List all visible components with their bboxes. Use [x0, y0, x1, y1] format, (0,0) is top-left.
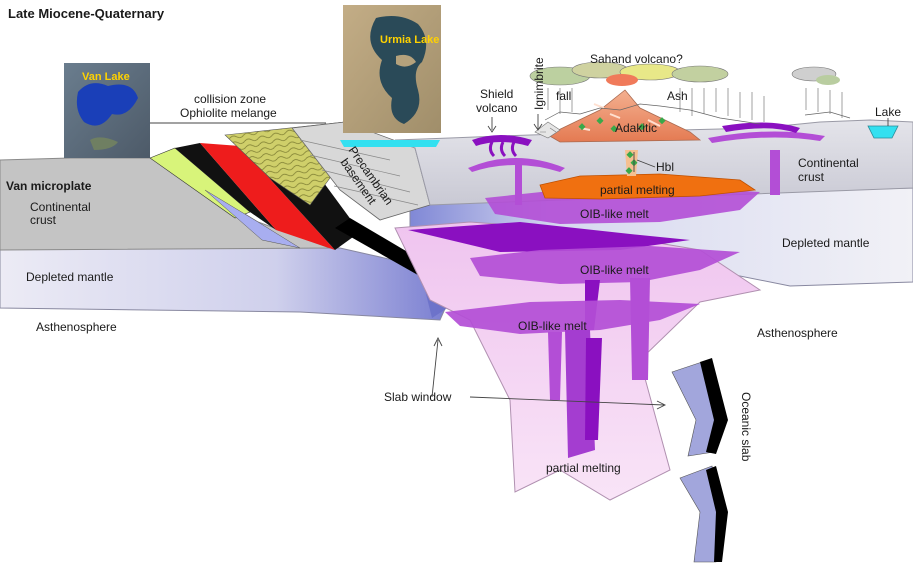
hbl-label: Hbl [656, 160, 674, 174]
ash-cloud [529, 61, 840, 86]
ash-fallout [544, 88, 851, 125]
oib-melt-label-3: OIB-like melt [518, 319, 587, 333]
urmia-lake-photo-label: Urmia Lake [380, 34, 439, 46]
oib-melt-label-2: OIB-like melt [580, 263, 649, 277]
continental-crust-left-label-1: Continental [30, 200, 91, 214]
continental-crust-right-label-1: Continental [798, 156, 859, 170]
depleted-mantle-right-label: Depleted mantle [782, 236, 870, 250]
depleted-mantle-left-label: Depleted mantle [26, 270, 114, 284]
leader-lines [150, 114, 667, 410]
oib-melt-lower [445, 300, 700, 458]
partial-melting-upper-label: partial melting [600, 183, 675, 197]
diagram-title: Late Miocene-Quaternary [8, 6, 165, 21]
van-lake-photo [64, 63, 150, 158]
collision-zone-label: collision zone [194, 92, 266, 106]
dark-melt-band [408, 222, 690, 252]
shield-volcano-body [472, 122, 800, 158]
feeder-dikes [468, 131, 825, 205]
shield-volcano-label-1: Shield [480, 87, 513, 101]
right-lake-water [867, 118, 899, 139]
depleted-mantle-left [0, 247, 461, 321]
sahand-volcano-label: Sahand volcano? [590, 52, 683, 66]
ash-label: Ash [667, 89, 688, 103]
oceanic-slab-lower [679, 465, 728, 563]
adakitic-label: Adakitic [615, 121, 657, 135]
asthenosphere-left-label: Asthenosphere [36, 320, 117, 334]
van-microplate-label: Van microplate [6, 179, 92, 193]
urmia-lake-photo [343, 5, 441, 133]
urmia-lake-water [340, 140, 440, 147]
shield-volcano-label-2: volcano [476, 101, 518, 115]
continental-crust-right-label-2: crust [798, 170, 825, 184]
oib-melt-label-1: OIB-like melt [580, 207, 649, 221]
partial-melting-lower-label: partial melting [546, 461, 621, 475]
adakitic-volcano [547, 89, 702, 143]
oceanic-slab-upper [671, 358, 728, 457]
asthenosphere-right-label: Asthenosphere [757, 326, 838, 340]
hornblende-markers [578, 117, 666, 175]
slab-window-label: Slab window [384, 390, 452, 404]
continental-crust-left-label-2: crust [30, 213, 57, 227]
ignimbrite-deposit [534, 121, 561, 139]
fall-label: fall [556, 89, 571, 103]
lake-label: Lake [875, 105, 901, 119]
ignimbrite-label: Ignimbrite [532, 57, 546, 110]
van-lake-photo-label: Van Lake [82, 71, 130, 83]
oceanic-slab-label: Oceanic slab [739, 392, 753, 462]
ophiolite-melange-label: Ophiolite melange [180, 106, 277, 120]
